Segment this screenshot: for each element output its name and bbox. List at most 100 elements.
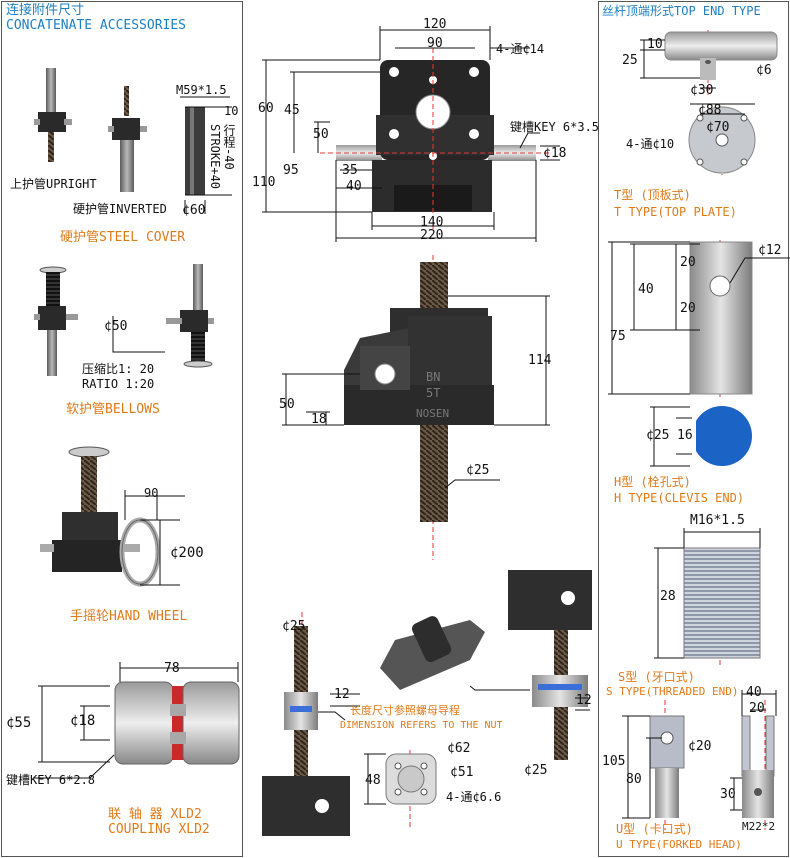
top-d120: 120 [423, 17, 447, 32]
coupling-d18: ¢18 [70, 713, 96, 729]
nut-holes: 4-通¢6.6 [446, 790, 502, 804]
h-d20b: 20 [680, 301, 696, 316]
h-d12: ¢12 [758, 243, 782, 258]
gearbox-top-view [336, 60, 536, 212]
s-type-threaded [683, 547, 761, 659]
inverted-jack-illustration [108, 86, 147, 192]
steel-d60: ¢60 [182, 203, 206, 218]
top-d18: ¢18 [543, 146, 567, 161]
steel-cover-caption: 硬护管STEEL COVER [60, 230, 186, 245]
t-d10: 10 [647, 37, 663, 52]
h-caption-en: H TYPE(CLEVIS END) [614, 491, 745, 505]
nut-d62: ¢62 [447, 741, 471, 756]
s-caption-cn: S型 (牙口式) [618, 670, 695, 684]
coupling-illustration [114, 681, 240, 765]
steel-inverted: 硬护管INVERTED [73, 202, 167, 216]
u-caption-cn: U型 (卡口式) [616, 822, 693, 836]
h-d25: ¢25 [646, 428, 670, 443]
h-d16: 16 [677, 428, 693, 443]
top-d35: 35 [342, 163, 358, 178]
t-d30: ¢30 [690, 83, 714, 98]
bellows-caption: 软护管BELLOWS [66, 402, 160, 417]
steel-m59: M59*1.5 [176, 83, 227, 97]
t-caption-cn: T型 (顶板式) [614, 188, 691, 202]
upright-jack-illustration [34, 68, 72, 162]
u-type-forked-head [649, 715, 775, 818]
t-caption-en: T TYPE(TOP PLATE) [614, 205, 737, 219]
s-caption-en: S TYPE(THREADED END) [606, 685, 739, 698]
t-d70: ¢70 [706, 120, 730, 135]
u-caption-en: U TYPE(FORKED HEAD) [616, 838, 742, 851]
nut-note-en: DIMENSION REFERS TO THE NUT [340, 720, 503, 731]
ball-screw-assembly [262, 570, 592, 836]
coupling-key: 键槽KEY 6*2.8 [6, 773, 96, 787]
nut-d25a: ¢25 [282, 619, 306, 634]
top-d140: 140 [420, 215, 444, 230]
bellows-d50: ¢50 [104, 319, 128, 334]
side-label-bn: BN [426, 370, 441, 384]
top-d50: 50 [313, 127, 329, 142]
h-type-clevis [689, 241, 753, 466]
top-key: 键槽KEY 6*3.5 [510, 120, 600, 134]
top-holes: 4-通¢14 [496, 42, 545, 56]
s-d28: 28 [660, 589, 676, 604]
side-d50: 50 [279, 397, 295, 412]
nut-d12a: 12 [334, 687, 350, 702]
steel-upright: 上护管UPRIGHT [10, 177, 97, 191]
nut-d51: ¢51 [450, 765, 474, 780]
bellows-jack-right [166, 264, 214, 368]
nut-flange-view [385, 753, 437, 805]
steel-stroke-en: STROKE+40 [208, 124, 222, 190]
coupling-d55: ¢55 [6, 715, 32, 731]
side-d18: 18 [311, 412, 327, 427]
bellows-jack-left [34, 266, 78, 376]
u-d20b: ¢20 [688, 739, 712, 754]
right-title: 丝杆顶端形式TOP END TYPE [602, 4, 761, 18]
t-holes: 4-通¢10 [626, 137, 675, 151]
top-d220: 220 [420, 228, 444, 243]
wheel-d200: ¢200 [170, 545, 204, 561]
h-d40: 40 [638, 282, 654, 297]
u-d105: 105 [602, 754, 626, 769]
nut-note-cn: 长度尺寸参照螺母导程 [350, 704, 460, 717]
wheel-caption: 手摇轮HAND WHEEL [70, 609, 188, 624]
top-d40: 40 [346, 179, 362, 194]
top-d45: 45 [284, 103, 300, 118]
t-d6: ¢6 [756, 63, 772, 78]
side-d114: 114 [528, 353, 552, 368]
coupling-d78: 78 [164, 661, 180, 676]
bellows-ratio-cn: 压缩比1: 20 [82, 362, 155, 376]
side-d25: ¢25 [466, 463, 490, 478]
t-d25: 25 [622, 53, 638, 68]
side-label-5t: 5T [426, 386, 441, 400]
gearbox-side-view [344, 262, 494, 522]
top-d110: 110 [252, 175, 276, 190]
u-d80: 80 [626, 772, 642, 787]
top-d95: 95 [283, 163, 299, 178]
ball-nut-photo [380, 616, 485, 690]
steel-stroke-cn: 行程-40 [222, 124, 236, 170]
top-d60: 60 [258, 101, 274, 116]
coupling-caption-2: COUPLING XLD2 [108, 822, 210, 837]
u-d40: 40 [746, 685, 762, 700]
u-d20a: 20 [749, 701, 765, 716]
nut-d12b: 12 [576, 693, 592, 708]
bellows-ratio-en: RATIO 1:20 [82, 377, 155, 391]
h-d75: 75 [610, 329, 626, 344]
t-d88: ¢88 [698, 103, 722, 118]
wheel-d90: 90 [144, 486, 159, 500]
h-d20a: 20 [680, 255, 696, 270]
nut-d25b: ¢25 [524, 763, 548, 778]
hand-wheel-jack-illustration [40, 446, 161, 587]
nut-d48: 48 [365, 773, 381, 788]
s-m16: M16*1.5 [690, 513, 745, 528]
coupling-caption-1: 联 轴 器 XLD2 [108, 807, 202, 822]
left-title-en: CONCATENATE ACCESSORIES [6, 18, 187, 33]
steel-d10: 10 [224, 104, 239, 118]
h-caption-cn: H型 (栓孔式) [614, 475, 691, 489]
side-label-nosen: NOSEN [416, 407, 450, 420]
left-title-cn: 连接附件尺寸 [6, 3, 85, 18]
top-d90: 90 [427, 36, 443, 51]
t-type-plate [664, 31, 778, 174]
